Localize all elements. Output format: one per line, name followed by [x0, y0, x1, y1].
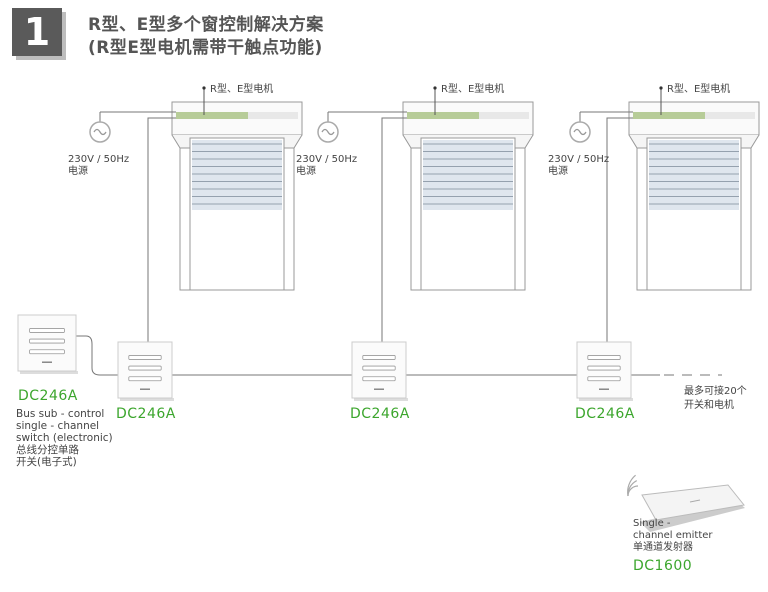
shutter-curtain — [192, 140, 282, 210]
control-wire — [381, 117, 407, 342]
switch-dc246a-2 — [351, 341, 408, 401]
emitter-desc-2: channel emitter — [633, 530, 713, 541]
switch-dc246a-1 — [117, 341, 174, 401]
switch-key — [362, 376, 396, 382]
bus-wire-main — [76, 335, 118, 376]
brand-mark — [140, 388, 150, 390]
power-source-label: 电源 — [68, 166, 88, 177]
control-wire — [147, 117, 176, 342]
window-unit-1 — [89, 86, 303, 342]
switch-key — [128, 355, 162, 360]
switch-shadow — [20, 371, 78, 374]
switch-key — [29, 328, 65, 333]
extension-note-1: 最多可接20个 — [684, 386, 747, 397]
motor-lead-dot — [659, 86, 663, 90]
shutter-curtain — [423, 140, 513, 210]
switch-shadow — [579, 398, 633, 401]
signal-wave-icon — [627, 474, 637, 497]
main-switch-desc-4: 总线分控单路 — [16, 444, 79, 456]
brand-mark — [374, 388, 384, 390]
title-line-1: R型、E型多个窗控制解决方案 — [88, 15, 324, 35]
switch-shadow — [120, 398, 174, 401]
switch-key — [128, 365, 162, 371]
switch-key — [362, 365, 396, 371]
switch-key — [587, 355, 621, 360]
window-unit-3 — [569, 86, 760, 342]
main-switch-desc-2: single - channel — [16, 420, 100, 432]
emitter-model: DC1600 — [633, 558, 693, 574]
motor-label: R型、E型电机 — [441, 84, 505, 95]
sine-wave-icon — [573, 128, 587, 136]
motor-label: R型、E型电机 — [210, 84, 274, 95]
power-source-label: 电源 — [296, 166, 316, 177]
power-source-label: 电源 — [548, 166, 568, 177]
switch-key — [128, 376, 162, 382]
power-label: 230V / 50Hz — [548, 154, 610, 165]
brand-mark — [42, 361, 52, 363]
section-number-badge: 1 — [12, 8, 62, 56]
emitter-desc-3: 单通道发射器 — [633, 542, 693, 553]
extension-note-2: 开关和电机 — [684, 400, 734, 411]
motor-lead-dot — [433, 86, 437, 90]
brand-mark — [599, 388, 609, 390]
main-switch-dc246a — [17, 314, 78, 374]
switch-key — [587, 365, 621, 371]
emitter-body — [641, 484, 745, 521]
switch-dc246a-3 — [576, 341, 633, 401]
switch-model-label: DC246A — [350, 406, 410, 422]
main-switch-desc-3: switch (electronic) — [16, 432, 113, 444]
main-switch-model: DC246A — [18, 388, 78, 404]
switch-key — [587, 376, 621, 382]
switch-key — [29, 338, 65, 344]
main-switch-desc-5: 开关(电子式) — [16, 456, 77, 468]
power-label: 230V / 50Hz — [68, 154, 130, 165]
switch-key — [29, 349, 65, 355]
motor-bar — [176, 112, 248, 119]
motor-bar — [407, 112, 479, 119]
motor-label: R型、E型电机 — [667, 84, 731, 95]
emitter-button — [689, 499, 701, 503]
control-wire — [606, 117, 633, 342]
window-unit-2 — [317, 86, 534, 342]
switch-key — [362, 355, 396, 360]
remote-emitter-dc1600 — [627, 474, 745, 532]
switch-model-label: DC246A — [575, 406, 635, 422]
power-label: 230V / 50Hz — [296, 154, 358, 165]
emitter-desc-1: Single - — [633, 518, 671, 529]
main-switch-desc-1: Bus sub - control — [16, 408, 105, 420]
title-line-2: (R型E型电机需带干触点功能) — [88, 38, 323, 58]
motor-bar — [633, 112, 705, 119]
sine-wave-icon — [321, 128, 335, 136]
shutter-curtain — [649, 140, 739, 210]
switch-shadow — [354, 398, 408, 401]
motor-lead-dot — [202, 86, 206, 90]
switch-model-label: DC246A — [116, 406, 176, 422]
sine-wave-icon — [93, 128, 107, 136]
